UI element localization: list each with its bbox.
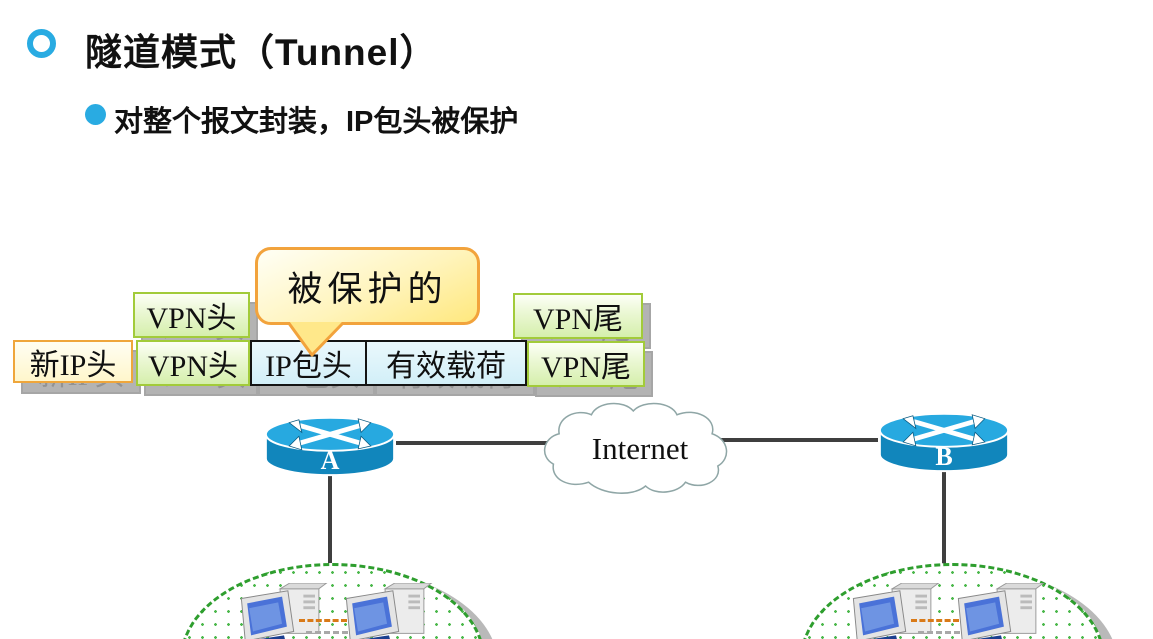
packet-box-vpn-head: VPN头 [136,340,250,386]
site-b-lan [800,563,1105,639]
computer-icon [345,583,433,639]
packet-box-vpn-head-top: VPN头 [133,292,250,338]
callout-bubble: 被保护的 [255,247,480,325]
bullet-dot-icon [85,104,106,125]
link-routerA-internet [396,441,548,445]
link-internet-routerB [718,438,878,442]
peer-link-shadow [306,631,348,634]
site-a-lan [180,563,485,639]
computer-icon [852,583,940,639]
callout-tail-icon [286,322,346,357]
box-label: VPN尾 [532,303,623,336]
box-label: VPN头 [146,302,237,335]
internet-label: Internet [591,431,689,466]
router-a-icon [264,416,396,477]
box-label: 新IP头 [29,348,117,382]
title-ring-bullet-icon [27,29,56,58]
box-label: VPN头 [147,350,238,383]
slide-title: 隧道模式（Tunnel） [85,32,438,73]
internet-cloud-icon [543,402,728,494]
box-label: 有效载荷 [386,350,506,383]
peer-link-dashed [299,619,347,622]
link-routerA-siteA [328,474,332,566]
packet-box-vpn-tail: VPN尾 [527,341,645,387]
packet-box-vpn-tail-top: VPN尾 [513,293,643,339]
router-b-label: B [935,442,953,471]
link-routerB-siteB [942,472,946,566]
bullet-text: 对整个报文封装，IP包头被保护 [114,106,519,138]
computer-icon [957,583,1045,639]
packet-box-ip-header: IP包头 [250,340,367,386]
peer-link-dashed [911,619,959,622]
packet-box-payload: 有效载荷 [365,340,527,386]
box-label: VPN尾 [540,351,631,384]
peer-link-shadow [918,631,960,634]
router-a-label: A [320,446,340,475]
packet-box-new-ip: 新IP头 [13,340,133,383]
callout-label: 被保护的 [287,269,448,309]
box-label: IP包头 [265,350,352,383]
router-b-icon [878,412,1010,473]
computer-icon [240,583,328,639]
